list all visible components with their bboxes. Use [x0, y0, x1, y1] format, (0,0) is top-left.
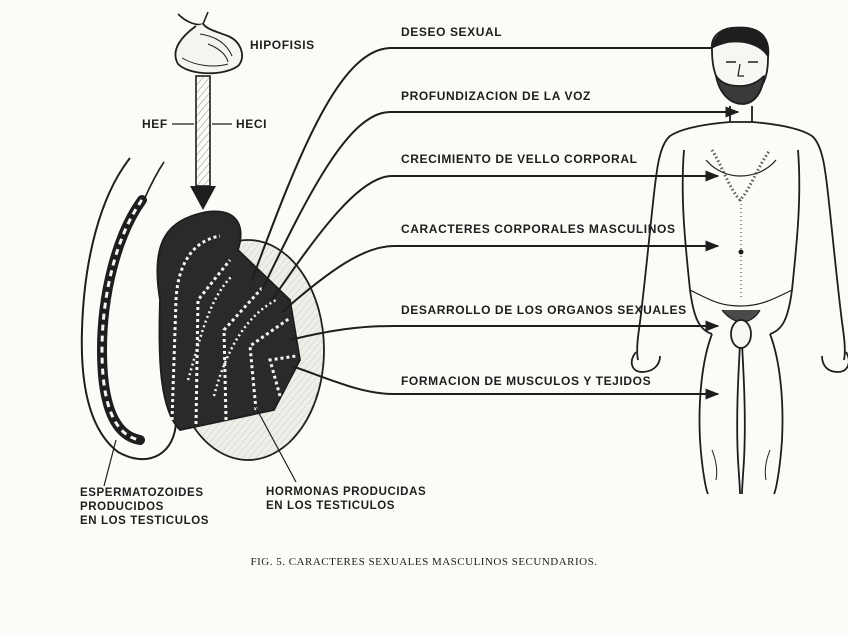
- label-heci: HECI: [236, 117, 268, 131]
- label-profundizacion-voz: PROFUNDIZACION DE LA VOZ: [401, 89, 591, 103]
- label-espermatozoides-1: ESPERMATOZOIDES: [80, 487, 204, 499]
- male-figure: [630, 26, 848, 495]
- label-caracteres-corporales: CARACTERES CORPORALES MASCULINOS: [401, 222, 676, 236]
- testis-drawing: [80, 157, 325, 461]
- arrow-caracteres-corporales: [281, 240, 720, 313]
- label-espermatozoides-3: EN LOS TESTICULOS: [80, 515, 210, 527]
- label-espermatozoides-2: PRODUCIDOS: [80, 501, 164, 513]
- arrow-organos-sexuales: [289, 320, 720, 341]
- label-hef: HEF: [142, 117, 168, 131]
- label-hormonas-1: HORMONAS PRODUCIDAS: [266, 486, 427, 498]
- pituitary-gland: [174, 11, 243, 75]
- label-organos-sexuales: DESARROLLO DE LOS ORGANOS SEXUALES: [401, 303, 687, 317]
- label-hipofisis: HIPOFISIS: [250, 38, 315, 52]
- hormones-leader: [253, 403, 297, 483]
- figure-caption: FIG. 5. CARACTERES SEXUALES MASCULINOS S…: [250, 556, 598, 568]
- effect-arrows: [251, 42, 740, 400]
- arrow-deseo-sexual: [251, 42, 740, 281]
- arrow-vello-corporal: [271, 170, 720, 301]
- arrow-musculos-tejidos: [291, 365, 720, 400]
- hormone-flow-arrow: [190, 75, 216, 210]
- label-deseo-sexual: DESEO SEXUAL: [401, 25, 503, 39]
- sperm-leader: [103, 439, 117, 487]
- arrow-profundizacion-voz: [261, 106, 740, 291]
- label-vello-corporal: CRECIMIENTO DE VELLO CORPORAL: [401, 152, 638, 166]
- label-hormonas-2: EN LOS TESTICULOS: [266, 500, 396, 512]
- label-musculos-tejidos: FORMACION DE MUSCULOS Y TEJIDOS: [401, 374, 652, 388]
